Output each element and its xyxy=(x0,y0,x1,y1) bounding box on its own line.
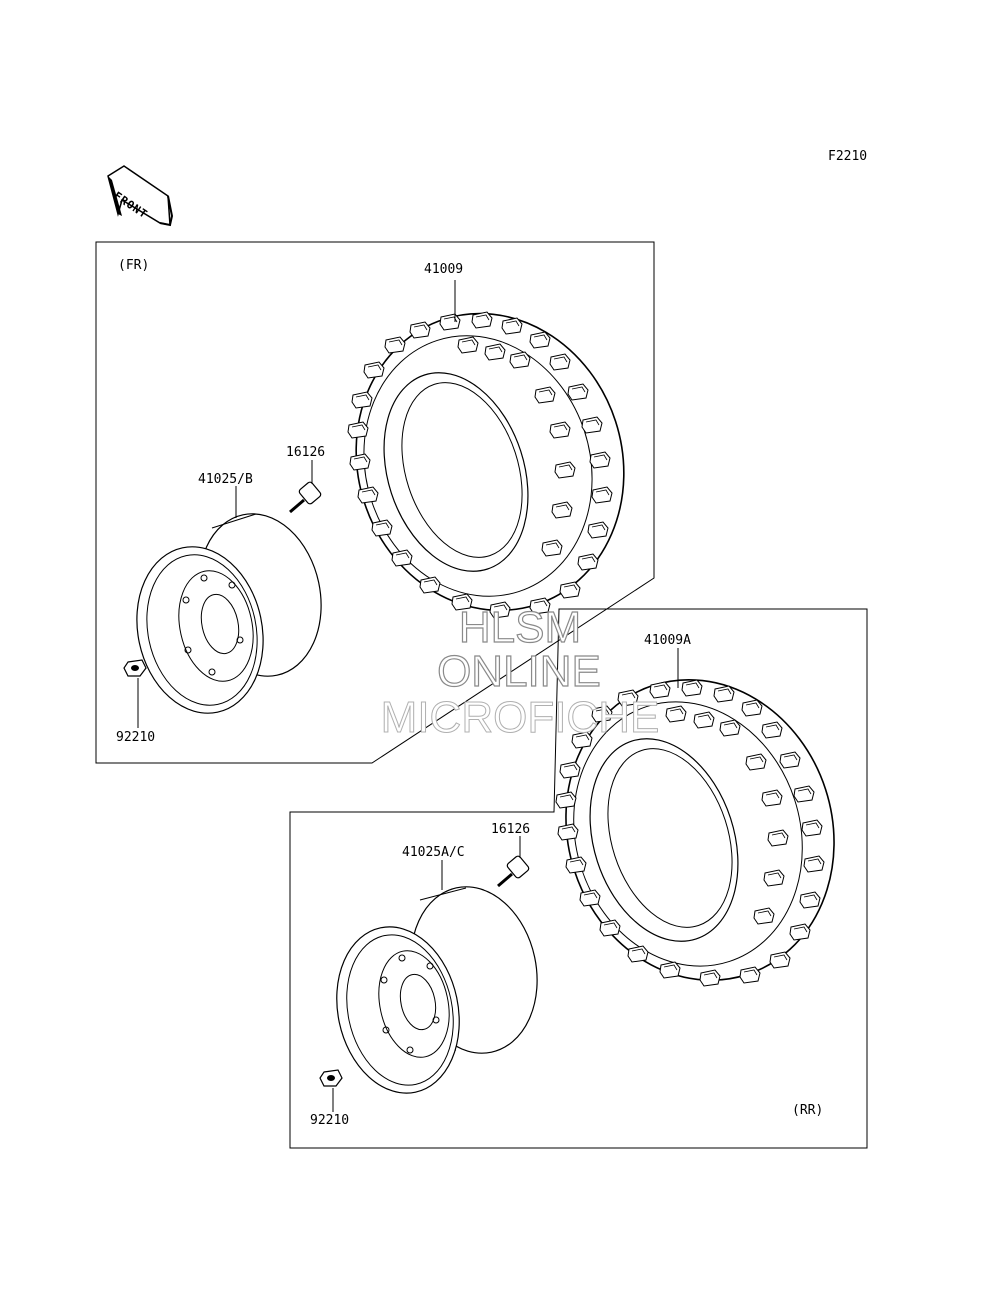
front-nut-drawing xyxy=(123,659,147,677)
leader-lines xyxy=(137,280,679,1112)
front-group-frame xyxy=(95,241,655,764)
rear-valve-drawing xyxy=(497,855,530,888)
rear-wheel-drawing xyxy=(336,886,538,1094)
watermark-line-3: MICROFICHE xyxy=(380,693,660,742)
part-number-rear-valve[interactable]: 16126 xyxy=(491,822,531,837)
part-number-rear-wheel[interactable]: 41025A/C xyxy=(402,845,465,860)
front-wheel-drawing xyxy=(136,513,322,714)
watermark-line-2: ONLINE xyxy=(436,647,601,696)
front-tire-drawing xyxy=(347,311,625,619)
front-group-label: (FR) xyxy=(118,258,150,273)
front-valve-drawing xyxy=(289,481,322,514)
rear-group-frame xyxy=(289,608,868,1149)
part-number-front-nut[interactable]: 92210 xyxy=(116,730,156,745)
part-number-front-valve[interactable]: 16126 xyxy=(286,445,326,460)
sheet-code: F2210 xyxy=(828,149,868,164)
front-arrow-icon xyxy=(107,165,174,227)
rear-group-label: (RR) xyxy=(792,1103,824,1118)
watermark-line-1: HLSM xyxy=(458,603,582,652)
part-number-front-wheel[interactable]: 41025/B xyxy=(198,472,253,487)
part-number-rear-tire[interactable]: 41009A xyxy=(644,633,691,648)
part-number-front-tire[interactable]: 41009 xyxy=(424,262,464,277)
part-number-rear-nut[interactable]: 92210 xyxy=(310,1113,350,1128)
rear-tire-drawing xyxy=(555,678,835,987)
rear-nut-drawing xyxy=(319,1069,343,1087)
